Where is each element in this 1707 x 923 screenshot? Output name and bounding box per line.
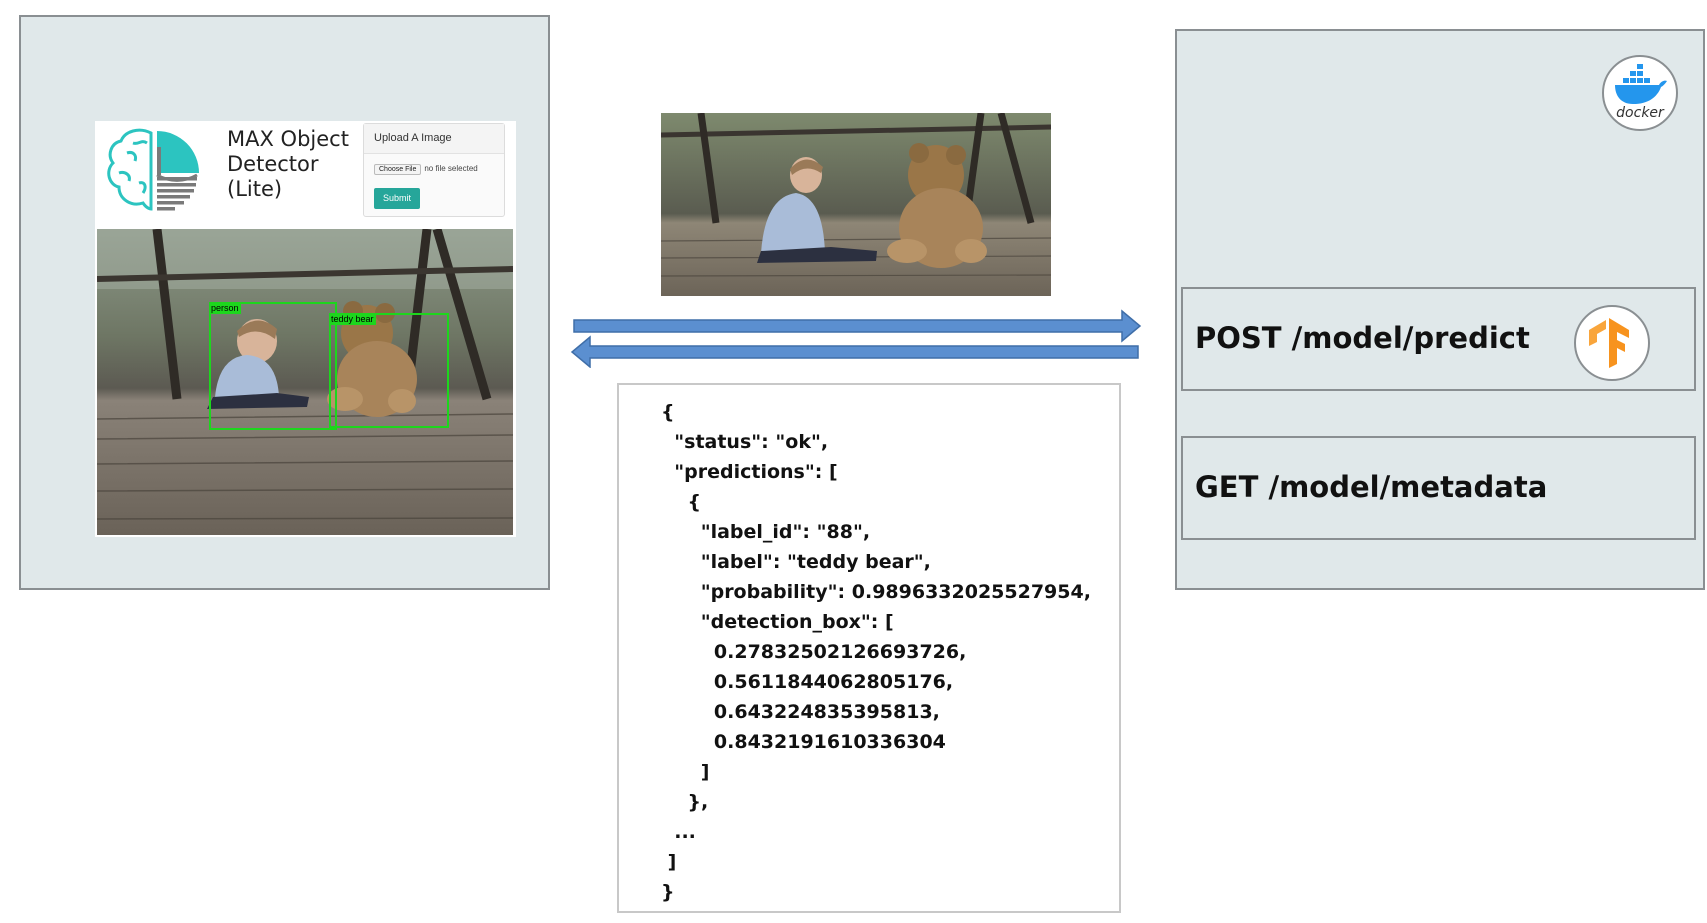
get-metadata-endpoint: GET /model/metadata — [1181, 436, 1696, 540]
upload-heading: Upload A Image — [364, 124, 504, 154]
json-line: "status": "ok", — [661, 431, 829, 453]
endpoint-label: GET /model/metadata — [1195, 470, 1548, 504]
annotated-photo: person teddy bear — [97, 229, 513, 535]
json-line: "label": "teddy bear", — [661, 551, 931, 573]
json-line: ] — [661, 851, 677, 873]
json-line: } — [661, 881, 675, 903]
detection-box-teddy-bear: teddy bear — [329, 313, 449, 428]
json-line: { — [661, 491, 701, 513]
docker-icon: docker — [1602, 55, 1678, 131]
json-line: "label_id": "88", — [661, 521, 871, 543]
detection-label: person — [209, 302, 241, 314]
tensorflow-icon — [1574, 305, 1650, 381]
file-status-text: no file selected — [424, 164, 478, 173]
max-web-app: MAX Object Detector (Lite) Upload A Imag… — [95, 121, 516, 537]
json-line: { — [661, 401, 675, 423]
request-response-arrows — [570, 309, 1142, 368]
json-response-box: { "status": "ok", "predictions": [ { "la… — [617, 383, 1121, 913]
app-title-line: (Lite) — [227, 177, 283, 201]
choose-file-button[interactable]: Choose File — [374, 164, 422, 175]
child-and-teddy-bear-photo — [661, 113, 1051, 296]
response-arrow — [570, 335, 1139, 368]
json-line: 0.5611844062805176, — [661, 671, 954, 693]
json-line: ] — [661, 761, 710, 783]
app-title: MAX Object Detector (Lite) — [227, 127, 352, 202]
json-line: ... — [661, 821, 696, 843]
json-line: "predictions": [ — [661, 461, 838, 483]
app-title-line: Detector — [227, 152, 319, 176]
endpoint-label: POST /model/predict — [1195, 321, 1530, 355]
web-app-panel: MAX Object Detector (Lite) Upload A Imag… — [19, 15, 550, 590]
child-and-teddy-bear-photo — [97, 229, 513, 535]
json-line: "probability": 0.9896332025527954, — [661, 581, 1091, 603]
json-line: "detection_box": [ — [661, 611, 894, 633]
docker-label: docker — [1616, 105, 1665, 121]
request-arrow — [573, 309, 1142, 343]
app-title-line: MAX Object — [227, 127, 349, 151]
json-line: }, — [661, 791, 709, 813]
json-line: 0.8432191610336304 — [661, 731, 946, 753]
request-image — [661, 113, 1051, 296]
json-line: 0.27832502126693726, — [661, 641, 967, 663]
detection-box-person: person — [209, 302, 337, 430]
brain-logo-icon — [107, 128, 199, 211]
detection-label: teddy bear — [329, 313, 376, 325]
json-line: 0.643224835395813, — [661, 701, 940, 723]
submit-button[interactable]: Submit — [374, 188, 420, 209]
